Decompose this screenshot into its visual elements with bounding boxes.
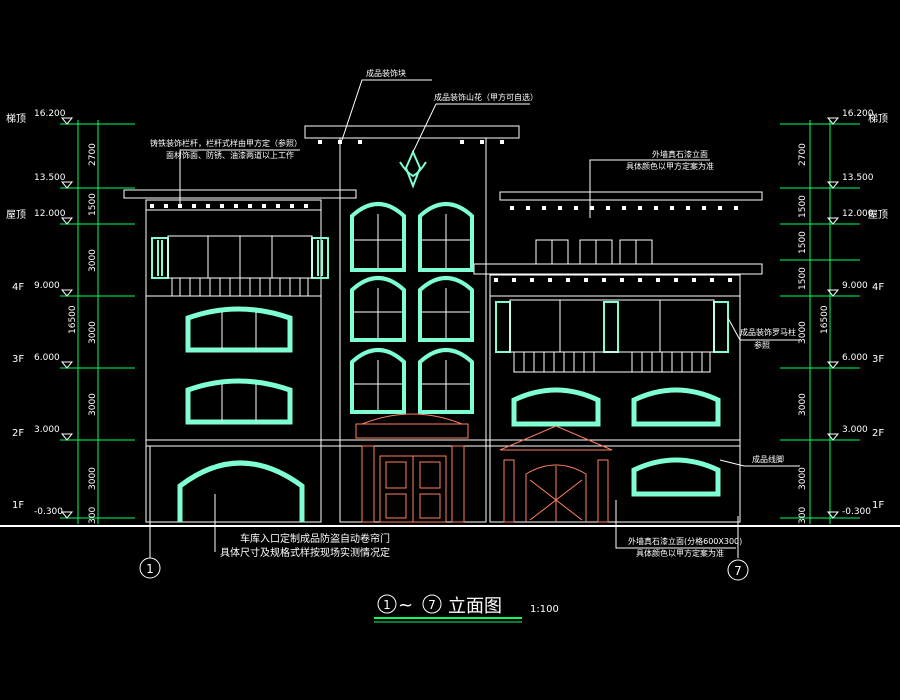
left-level-name: 1F bbox=[12, 500, 24, 511]
dim-value: 1500 bbox=[798, 267, 808, 290]
right-level-elev: 3.000 bbox=[842, 425, 868, 435]
right-balcony-railing bbox=[509, 299, 715, 373]
title-scale: 1:100 bbox=[530, 604, 559, 615]
tower-windows bbox=[350, 202, 474, 414]
left-level-elev: 3.000 bbox=[34, 425, 60, 435]
annotation-gable: 成品装饰山花（甲方可自选） bbox=[434, 92, 538, 102]
right-level-elev: 6.000 bbox=[842, 353, 868, 363]
annotations: 成品装饰块 成品装饰山花（甲方可自选） 铸铁装饰栏杆，栏杆式样由甲方定（参照） … bbox=[150, 68, 796, 559]
annotation-garage: 车库入口定制成品防盗自动卷帘门 bbox=[240, 532, 390, 545]
left-arched-windows bbox=[185, 306, 293, 425]
title-axis-to: 7 bbox=[428, 598, 436, 612]
right-level-name: 4F bbox=[872, 282, 884, 293]
right-level-name: 梯顶 bbox=[868, 112, 888, 125]
right-level-elev: 9.000 bbox=[842, 281, 868, 291]
right-level-elev: 12.000 bbox=[842, 209, 874, 219]
title-axis-from: 1 bbox=[383, 598, 391, 612]
title-name: 立面图 bbox=[448, 596, 502, 617]
annotation-wall-grid: 具体颜色以甲方定案为准 bbox=[636, 548, 724, 558]
annotation-decor-block: 成品装饰块 bbox=[366, 68, 406, 78]
left-level-elev: 13.500 bbox=[34, 173, 66, 183]
left-level-name: 梯顶 bbox=[6, 112, 26, 125]
left-level-name: 2F bbox=[12, 428, 24, 439]
left-balcony-railing bbox=[167, 235, 313, 297]
dim-value: 2700 bbox=[88, 143, 98, 166]
right-level-name: 屋顶 bbox=[868, 209, 888, 221]
left-level-elev: 6.000 bbox=[34, 353, 60, 363]
left-level-elev: 9.000 bbox=[34, 281, 60, 291]
axis-label-left: 1 bbox=[146, 562, 154, 576]
annotation-molding: 成品线脚 bbox=[752, 454, 784, 464]
left-window-mullions bbox=[221, 312, 257, 422]
tower-window-grid bbox=[354, 214, 470, 410]
left-level-name: 4F bbox=[12, 282, 24, 293]
left-level-labels: 梯顶 16.200 13.500 屋顶 12.000 4F 9.000 3F 6… bbox=[6, 109, 66, 517]
right-top-windows bbox=[535, 239, 653, 265]
dim-value: 3000 bbox=[88, 321, 98, 344]
dim-total: 16500 bbox=[820, 305, 830, 334]
title-separator: ~ bbox=[398, 595, 413, 616]
dim-value: 3000 bbox=[88, 467, 98, 490]
right-dimension-column bbox=[780, 120, 860, 524]
dim-value: 2700 bbox=[798, 143, 808, 166]
right-arched-windows bbox=[511, 387, 721, 497]
right-level-elev: 13.500 bbox=[842, 173, 874, 183]
annotation-column: 成品装饰罗马柱 bbox=[740, 327, 796, 337]
right-level-name: 3F bbox=[872, 354, 884, 365]
annotation-column: 参照 bbox=[754, 340, 770, 350]
right-level-markers bbox=[826, 117, 840, 519]
dim-value: 3000 bbox=[798, 393, 808, 416]
right-level-elev: -0.300 bbox=[842, 507, 871, 517]
axis-markers bbox=[139, 446, 749, 581]
dim-value: 1500 bbox=[798, 195, 808, 218]
dim-value: 3000 bbox=[798, 321, 808, 344]
annotation-railing: 铸铁装饰栏杆，栏杆式样由甲方定（参照） bbox=[150, 138, 302, 148]
annotation-leaders bbox=[179, 79, 800, 549]
annotation-railing: 面材饰面、防锈、油漆两道以上工作 bbox=[166, 150, 294, 160]
annotation-wall-grid: 外墙真石漆立面(分格600X300) bbox=[628, 536, 742, 546]
main-entrance bbox=[355, 413, 469, 523]
left-level-elev: 12.000 bbox=[34, 209, 66, 219]
right-entrance bbox=[499, 425, 613, 523]
left-level-name: 屋顶 bbox=[6, 209, 26, 221]
right-level-labels: 16.200 梯顶 13.500 12.000 屋顶 9.000 4F 6.00… bbox=[842, 109, 888, 517]
axis-label-right: 7 bbox=[734, 564, 742, 578]
left-level-name: 3F bbox=[12, 354, 24, 365]
dim-value: 3000 bbox=[88, 249, 98, 272]
left-dimension-values: 2700 1500 3000 3000 3000 3000 300 16500 bbox=[68, 143, 98, 524]
left-level-elev: -0.300 bbox=[34, 507, 63, 517]
right-dimension-values: 2700 1500 1500 1500 3000 3000 3000 300 1… bbox=[798, 143, 830, 524]
right-loggia bbox=[495, 301, 729, 353]
dim-value: 3000 bbox=[798, 467, 808, 490]
dim-value: 1500 bbox=[798, 231, 808, 254]
cornice-dentils bbox=[150, 140, 738, 282]
left-level-markers bbox=[60, 117, 74, 519]
right-level-elev: 16.200 bbox=[842, 109, 874, 119]
annotation-wall: 具体颜色以甲方定案为准 bbox=[626, 161, 714, 171]
dim-total: 16500 bbox=[68, 305, 78, 334]
pediment-ornament bbox=[399, 149, 427, 189]
left-dimension-column bbox=[60, 120, 135, 524]
right-level-name: 2F bbox=[872, 428, 884, 439]
drawing-title: 1 ~ 7 立面图 1:100 bbox=[374, 594, 559, 623]
dim-value: 300 bbox=[88, 507, 98, 524]
dim-value: 1500 bbox=[88, 193, 98, 216]
right-level-name: 1F bbox=[872, 500, 884, 511]
annotation-wall: 外墙真石漆立面 bbox=[652, 149, 708, 159]
left-level-elev: 16.200 bbox=[34, 109, 66, 119]
dim-value: 300 bbox=[798, 507, 808, 524]
dim-value: 3000 bbox=[88, 393, 98, 416]
annotation-garage: 具体尺寸及规格式样按现场实测情况定 bbox=[220, 546, 390, 559]
garage-entrance bbox=[177, 460, 305, 522]
